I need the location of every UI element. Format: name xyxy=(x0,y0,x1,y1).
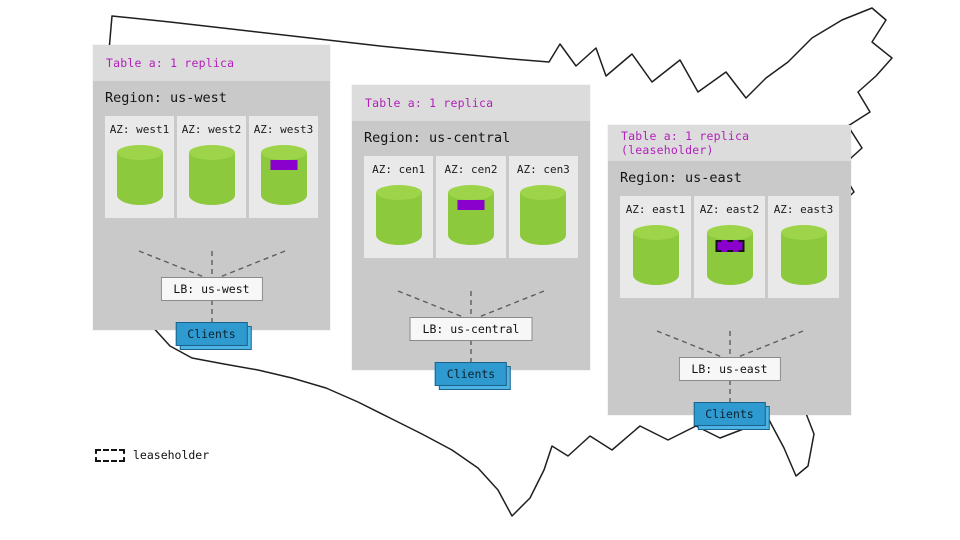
clients-box: Clients xyxy=(434,362,508,386)
az-row: AZ: east1 AZ: east2 AZ: east3 xyxy=(620,196,839,298)
az-box-east2: AZ: east2 xyxy=(694,196,765,298)
dashed-connector-path xyxy=(397,290,545,363)
az-label: AZ: east2 xyxy=(699,203,760,216)
leaseholder-legend: leaseholder xyxy=(95,448,209,462)
replica-cylinder-icon xyxy=(188,145,235,205)
az-label: AZ: west3 xyxy=(253,123,314,136)
region-box-us-west: Region: us-west AZ: west1 AZ: west2 AZ: … xyxy=(93,81,330,346)
az-box-east1: AZ: east1 xyxy=(620,196,691,298)
table-replica-label: Table a: 1 replica xyxy=(106,56,235,70)
dashed-connector-path xyxy=(656,330,803,403)
table-a-replica-chip xyxy=(270,160,297,170)
az-box-east3: AZ: east3 xyxy=(768,196,839,298)
table-a-leaseholder-chip xyxy=(715,240,744,252)
table-a-replica-chip xyxy=(457,200,485,210)
az-label: AZ: cen1 xyxy=(372,163,426,176)
az-row: AZ: west1 AZ: west2 AZ: west3 xyxy=(105,116,318,218)
az-label: AZ: cen2 xyxy=(444,163,498,176)
replica-cylinder-icon xyxy=(260,145,307,205)
replica-cylinder-icon xyxy=(706,225,753,285)
region-box-us-east: Region: us-east AZ: east1 AZ: east2 AZ: … xyxy=(608,161,851,426)
load-balancer-box: LB: us-west xyxy=(160,277,263,301)
leaseholder-legend-label: leaseholder xyxy=(133,448,210,462)
replica-cylinder-icon xyxy=(632,225,679,285)
az-box-cen3: AZ: cen3 xyxy=(508,156,578,258)
region-label: Region: us-west xyxy=(105,90,227,106)
table-replica-label: Table a: 1 replica xyxy=(365,96,494,110)
connector-lines xyxy=(397,290,545,363)
clients-box: Clients xyxy=(175,322,248,346)
az-row: AZ: cen1 AZ: cen2 AZ: cen3 xyxy=(364,156,578,258)
az-label: AZ: west1 xyxy=(109,123,170,136)
az-label: AZ: east3 xyxy=(773,203,834,216)
region-panel-us-central: Table a: 1 replica Region: us-central AZ… xyxy=(352,85,590,386)
load-balancer-box: LB: us-central xyxy=(409,317,533,341)
clients-box: Clients xyxy=(693,402,766,426)
replica-cylinder-icon xyxy=(780,225,827,285)
replica-cylinder-icon xyxy=(375,185,422,245)
leaseholder-swatch-icon xyxy=(95,448,125,462)
load-balancer-box: LB: us-east xyxy=(678,357,781,381)
az-box-west1: AZ: west1 xyxy=(105,116,174,218)
az-label: AZ: east1 xyxy=(625,203,686,216)
az-box-west2: AZ: west2 xyxy=(177,116,246,218)
region-panel-us-west: Table a: 1 replica Region: us-west AZ: w… xyxy=(93,45,330,346)
replica-cylinder-icon xyxy=(116,145,163,205)
region-label: Region: us-central xyxy=(364,130,511,146)
connector-lines xyxy=(656,330,803,403)
az-box-cen2: AZ: cen2 xyxy=(436,156,506,258)
az-box-cen1: AZ: cen1 xyxy=(364,156,434,258)
region-panel-us-east: Table a: 1 replica (leaseholder) Region:… xyxy=(608,125,851,426)
replica-cylinder-icon xyxy=(520,185,567,245)
region-box-us-central: Region: us-central AZ: cen1 AZ: cen2 AZ:… xyxy=(352,121,590,386)
replica-cylinder-icon xyxy=(447,185,494,245)
connector-lines xyxy=(138,250,285,323)
az-label: AZ: west2 xyxy=(181,123,242,136)
table-replica-label: Table a: 1 replica (leaseholder) xyxy=(621,129,750,157)
az-label: AZ: cen3 xyxy=(516,163,570,176)
dashed-connector-path xyxy=(138,250,285,323)
az-box-west3: AZ: west3 xyxy=(249,116,318,218)
region-label: Region: us-east xyxy=(620,170,742,186)
